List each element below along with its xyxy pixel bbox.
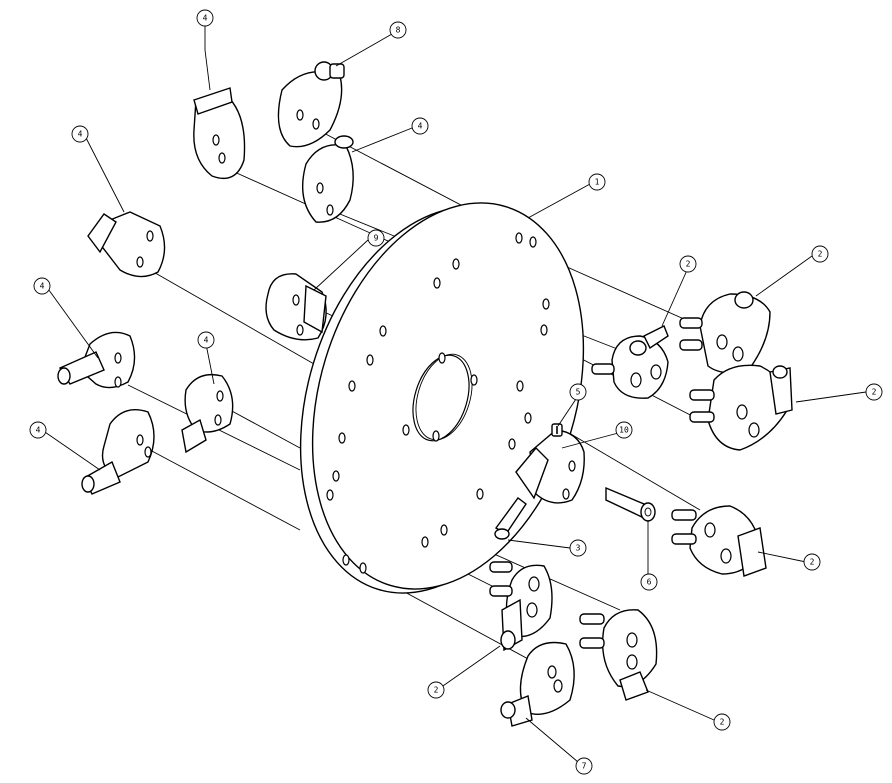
callout-2-upper-right: 2 — [811, 245, 829, 263]
callout-2-bottom-center: 2 — [427, 681, 445, 699]
part-2-bottom-right-assembly — [579, 609, 658, 701]
part-10-bracket — [515, 429, 585, 504]
part-4-middle-arm — [181, 373, 234, 454]
callout-3: 3 — [569, 539, 587, 557]
callout-5: 5 — [569, 383, 587, 401]
callout-2-upper-center: 2 — [679, 255, 697, 273]
part-3-screw — [494, 497, 527, 540]
callout-4-left-roller: 4 — [33, 277, 51, 295]
svg-text:4: 4 — [78, 130, 83, 139]
part-2-upper-center-assembly — [591, 325, 669, 399]
leader-lines — [41, 26, 867, 763]
part-9-block — [265, 273, 327, 341]
svg-text:6: 6 — [647, 578, 652, 587]
svg-text:7: 7 — [582, 762, 587, 771]
svg-text:4: 4 — [203, 14, 208, 23]
svg-text:2: 2 — [720, 718, 725, 727]
callout-2-lower-right: 2 — [803, 553, 821, 571]
svg-text:2: 2 — [872, 388, 877, 397]
svg-text:8: 8 — [396, 26, 401, 35]
svg-text:4: 4 — [204, 336, 209, 345]
svg-text:2: 2 — [686, 260, 691, 269]
callout-6: 6 — [640, 573, 658, 591]
callout-10: 10 — [615, 421, 633, 439]
callout-1-plate: 1 — [588, 173, 606, 191]
part-2-upper-right-assembly — [679, 291, 771, 374]
svg-text:9: 9 — [374, 234, 379, 243]
part-4-upper-middle — [301, 135, 354, 223]
svg-text:2: 2 — [434, 686, 439, 695]
part-8-pivot-arm — [277, 61, 345, 148]
part-7-bottom-arm — [500, 641, 575, 727]
callout-4-middle-arm: 4 — [197, 331, 215, 349]
callout-4-top: 4 — [196, 9, 214, 27]
svg-text:2: 2 — [810, 558, 815, 567]
part-2-bottom-center-assembly — [489, 561, 553, 652]
svg-text:10: 10 — [619, 426, 629, 435]
svg-text:4: 4 — [40, 282, 45, 291]
callout-8: 8 — [389, 21, 407, 39]
callout-4-lower-left: 4 — [29, 421, 47, 439]
part-5-screw — [551, 423, 563, 437]
svg-text:4: 4 — [36, 426, 41, 435]
callout-7: 7 — [575, 757, 593, 775]
part-4-left-bracket — [87, 211, 166, 278]
part-4-lower-left-arm — [81, 409, 155, 495]
part-2-lower-right-assembly — [671, 505, 767, 577]
svg-text:3: 3 — [576, 544, 581, 553]
main-plate — [299, 202, 585, 594]
callout-2-right: 2 — [865, 383, 883, 401]
svg-text:2: 2 — [818, 250, 823, 259]
callout-4-left-bracket: 4 — [71, 125, 89, 143]
callout-9: 9 — [367, 229, 385, 247]
part-2-right-assembly — [689, 364, 793, 451]
part-6-bolt — [605, 486, 656, 522]
callout-4-upper-middle: 4 — [411, 117, 429, 135]
plate-bolt-holes — [326, 232, 550, 574]
svg-text:4: 4 — [418, 122, 423, 131]
part-4-top-left — [193, 87, 246, 180]
svg-text:5: 5 — [576, 388, 581, 397]
svg-text:1: 1 — [595, 178, 600, 187]
callout-2-bottom-right: 2 — [713, 713, 731, 731]
part-4-left-roller-arm — [57, 331, 136, 389]
